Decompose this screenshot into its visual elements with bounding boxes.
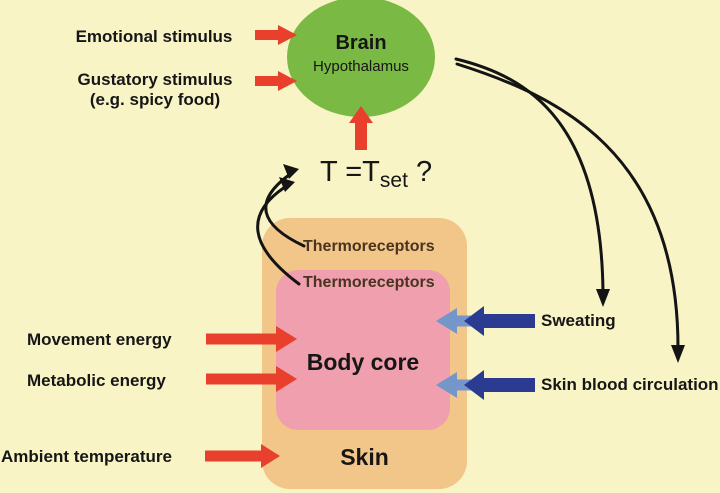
emotional-stimulus-label: Emotional stimulus <box>75 27 233 46</box>
thermoreceptor-core-curve <box>256 185 301 286</box>
comparator-equation-question: ? <box>407 156 433 188</box>
gustatory-arrow <box>255 71 297 91</box>
body-core-box <box>276 270 450 430</box>
gustatory-stimulus-line2: (e.g. spicy food) <box>89 90 221 109</box>
skin-blood-arrow-dark <box>464 370 535 400</box>
comparator-to-brain-arrow <box>349 106 373 150</box>
comparator-equation: T =Tset ? <box>320 156 432 193</box>
movement-energy-arrow <box>206 326 297 352</box>
skin-label: Skin <box>340 444 389 470</box>
comparator-equation-subscript: set <box>379 169 408 192</box>
gustatory-stimulus-label: Gustatory stimulus (e.g. spicy food) <box>74 70 236 110</box>
brain-label: Brain <box>335 32 387 54</box>
thermoreceptors-skin-label: Thermoreceptors <box>303 238 435 255</box>
thermoreceptor-skin-curve <box>264 173 306 248</box>
brain-to-sweating-curve <box>454 57 605 294</box>
hypothalamus-label: Hypothalamus <box>313 58 409 75</box>
metabolic-energy-label: Metabolic energy <box>27 371 166 390</box>
ambient-temperature-label: Ambient temperature <box>1 447 172 466</box>
thermoreceptors-core-label: Thermoreceptors <box>303 274 435 291</box>
brain-to-skin-blood-curve <box>455 62 680 350</box>
emotional-arrow <box>255 25 297 45</box>
skin-blood-arrow-light <box>436 372 482 398</box>
body-core-label: Body core <box>306 349 420 375</box>
sweating-arrow-dark <box>464 306 535 336</box>
brain-ellipse <box>287 0 435 117</box>
skin-blood-circulation-label: Skin blood circulation <box>541 375 719 394</box>
ambient-temperature-arrow <box>205 444 280 468</box>
movement-energy-label: Movement energy <box>27 330 172 349</box>
sweating-arrow-light <box>436 308 482 334</box>
gustatory-stimulus-line1: Gustatory stimulus <box>77 70 233 89</box>
metabolic-energy-arrow <box>206 366 297 392</box>
skin-blood-arrowhead-icon <box>671 345 685 363</box>
comparator-arrowhead-upper-icon <box>283 164 299 179</box>
sweating-arrowhead-icon <box>596 289 610 307</box>
sweating-label: Sweating <box>541 311 616 330</box>
comparator-arrowhead-lower-icon <box>279 177 295 192</box>
comparator-equation-t: T =T <box>320 156 380 188</box>
